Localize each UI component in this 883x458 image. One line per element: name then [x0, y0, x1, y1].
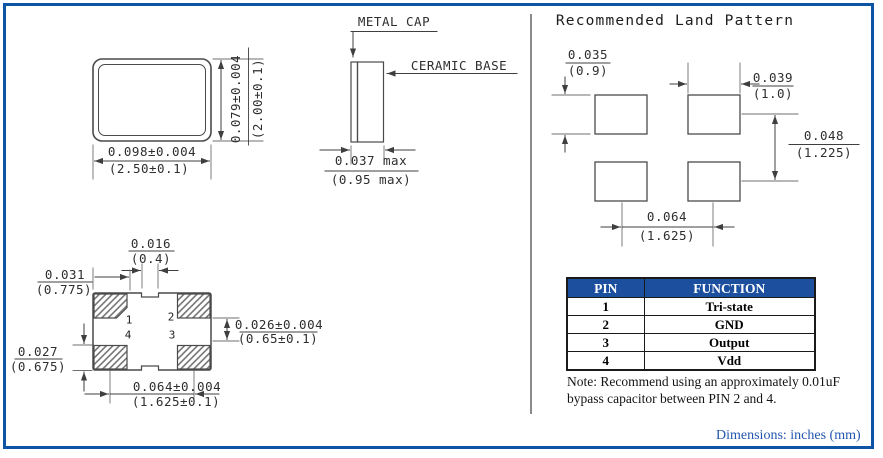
note-line-2: bypass capacitor between PIN 2 and 4. [567, 390, 777, 406]
table-header-function: FUNCTION [643, 277, 816, 298]
pin-number-cell: 2 [566, 315, 645, 334]
pin-1-number: 1 [125, 313, 133, 327]
ceramic-base-label: CERAMIC BASE [410, 57, 508, 73]
bv-pad-gap-inch: 0.026±0.004 [234, 316, 324, 332]
pin-function-table: PIN FUNCTION 1 Tri-state 2 GND 3 Output … [566, 277, 816, 371]
land-pad-top-left [594, 94, 648, 135]
lp-row-spacing-inch: 0.048 [803, 127, 845, 143]
bv-edge-to-pad-inch: 0.031 [44, 266, 86, 282]
lp-pad-width-inch: 0.039 [752, 69, 794, 85]
land-pad-bottom-right [687, 161, 741, 202]
bv-pad-height-inch: 0.027 [17, 343, 59, 359]
lp-column-spacing-mm: (1.625) [638, 227, 696, 243]
thickness-mm: (0.95 max) [330, 171, 412, 187]
bottom-notch [140, 365, 160, 371]
row-spacing-extension-lines [741, 113, 799, 182]
bv-pad-gap-mm: (0.65±0.1) [237, 330, 319, 346]
top-view-height-mm: (2.00±0.1) [249, 58, 265, 140]
lp-row-spacing-mm: (1.225) [795, 144, 853, 160]
ceramic-base-shape [356, 61, 385, 143]
package-outline-outer [92, 58, 212, 142]
pin-number-cell: 4 [566, 351, 645, 371]
lp-pad-height-mm: (0.9) [567, 62, 609, 78]
pin-function-cell: Vdd [643, 351, 816, 371]
top-view-drawing [92, 47, 264, 180]
pin-number-cell: 3 [566, 333, 645, 352]
bv-edge-to-pad-mm: (0.775) [35, 281, 93, 297]
side-view-drawing [319, 31, 518, 172]
pin-function-cell: Output [643, 333, 816, 352]
notch-dim-extension-lines [141, 263, 159, 289]
pad-pitch-extension-lines [109, 370, 195, 404]
bv-notch-inch: 0.016 [130, 235, 172, 251]
pin-number-cell: 1 [566, 297, 645, 316]
dimensions-units-label: Dimensions: inches (mm) [716, 428, 861, 443]
bypass-capacitor-note: Note: Recommend using an approximately 0… [567, 374, 849, 407]
bottom-view-drawing [14, 250, 318, 404]
table-row: 1 Tri-state [566, 297, 816, 316]
pin-4-number: 4 [124, 328, 132, 342]
bottom-notch-mask [141, 367, 159, 373]
pin-function-cell: Tri-state [643, 297, 816, 316]
bv-pad-pitch-inch: 0.064±0.004 [132, 378, 222, 394]
pad-2-shape [176, 293, 211, 319]
top-view-width-inch: 0.098±0.004 [107, 143, 197, 159]
top-notch [140, 292, 160, 298]
pin-3-number: 3 [168, 328, 176, 342]
package-outline-inner [98, 64, 206, 136]
pin-function-cell: GND [643, 315, 816, 334]
bv-pad-height-mm: (0.675) [9, 358, 67, 374]
lp-column-spacing-inch: 0.064 [646, 208, 688, 224]
table-row: 2 GND [566, 315, 816, 334]
extension-lines [92, 58, 264, 180]
bv-notch-mm: (0.4) [130, 250, 172, 266]
metal-cap-shape [350, 61, 359, 143]
lp-pad-height-inch: 0.035 [567, 46, 609, 62]
table-row: 4 Vdd [566, 351, 816, 371]
pin-2-number: 2 [167, 310, 175, 324]
bv-pad-pitch-mm: (1.625±0.1) [131, 393, 221, 409]
metal-cap-label: METAL CAP [357, 13, 431, 29]
top-view-width-mm: (2.50±0.1) [108, 160, 190, 176]
column-spacing-extension-lines [621, 202, 714, 247]
lp-pad-width-mm: (1.0) [752, 85, 794, 101]
table-header-row: PIN FUNCTION [566, 277, 816, 298]
pad-height-extension-lines [551, 94, 591, 135]
pad-1-shape [93, 293, 128, 319]
land-pad-top-right [687, 94, 741, 135]
pad-4-shape [93, 344, 128, 370]
pad-width-extension-lines [687, 62, 741, 94]
table-row: 3 Output [566, 333, 816, 352]
land-pad-bottom-left [594, 161, 648, 202]
edge-to-pad-extension-lines [92, 267, 131, 291]
note-line-1: Note: Recommend using an approximately 0… [567, 374, 840, 389]
thickness-inch: 0.037 max [334, 152, 408, 168]
pad-3-shape [176, 344, 211, 370]
pad-height-extension-lines [72, 344, 93, 371]
land-pattern-title: Recommended Land Pattern [555, 12, 795, 29]
pad-gap-extension-lines [212, 317, 240, 342]
extension-lines [350, 145, 385, 165]
top-notch-mask [141, 290, 159, 296]
top-view-height-inch: 0.079±0.004 [227, 54, 243, 144]
land-pattern-drawing [551, 62, 860, 247]
table-header-pin: PIN [566, 277, 645, 298]
